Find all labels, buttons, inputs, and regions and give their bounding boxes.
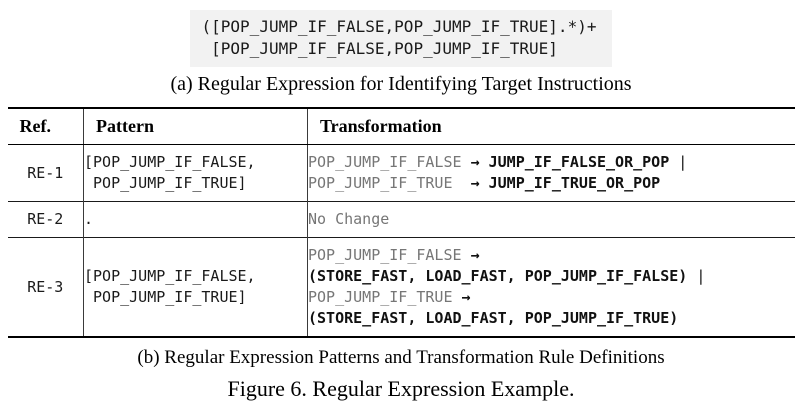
pattern-line: POP_JUMP_IF_TRUE] [84, 174, 247, 192]
text-segment: POP_JUMP_IF_TRUE [308, 174, 471, 192]
text-segment: (STORE_FAST, LOAD_FAST, POP_JUMP_IF_TRUE… [308, 309, 679, 327]
pattern-line: POP_JUMP_IF_TRUE] [84, 288, 247, 306]
table-row: RE-1[POP_JUMP_IF_FALSE, POP_JUMP_IF_TRUE… [7, 144, 795, 202]
table-header-row: Ref. Pattern Transformation [7, 108, 795, 145]
ref-cell: RE-2 [7, 201, 84, 238]
transformation-line: POP_JUMP_IF_FALSE → [308, 245, 795, 266]
text-segment: POP_JUMP_IF_TRUE [308, 288, 462, 306]
arrow-glyph: → [470, 246, 480, 264]
text-segment: | [687, 267, 706, 285]
pattern-line: [POP_JUMP_IF_FALSE, [84, 267, 256, 285]
transformation-cell: POP_JUMP_IF_FALSE →(STORE_FAST, LOAD_FAS… [307, 237, 795, 337]
text-segment: (STORE_FAST, LOAD_FAST, POP_JUMP_IF_FALS… [308, 267, 688, 285]
transformation-line: No Change [308, 209, 795, 230]
transformation-rules-table: Ref. Pattern Transformation RE-1[POP_JUM… [7, 107, 795, 338]
column-header-pattern: Pattern [83, 108, 308, 145]
text-segment: JUMP_IF_FALSE_OR_POP [479, 153, 670, 171]
pattern-cell: . [83, 201, 308, 238]
transformation-line: POP_JUMP_IF_TRUE → [308, 287, 795, 308]
table-row: RE-3[POP_JUMP_IF_FALSE, POP_JUMP_IF_TRUE… [7, 237, 795, 337]
subcaption-a: (a) Regular Expression for Identifying T… [170, 73, 632, 95]
subcaption-b: (b) Regular Expression Patterns and Tran… [137, 347, 665, 368]
regex-code-block: ([POP_JUMP_IF_FALSE,POP_JUMP_IF_TRUE].*)… [189, 10, 613, 67]
ref-cell: RE-1 [7, 144, 84, 202]
text-segment: POP_JUMP_IF_FALSE [308, 246, 471, 264]
arrow-glyph: → [470, 153, 480, 171]
transformation-line: (STORE_FAST, LOAD_FAST, POP_JUMP_IF_FALS… [308, 266, 795, 287]
pattern-cell: [POP_JUMP_IF_FALSE, POP_JUMP_IF_TRUE] [83, 144, 308, 202]
column-header-ref: Ref. [7, 108, 84, 145]
transformation-cell: POP_JUMP_IF_FALSE → JUMP_IF_FALSE_OR_POP… [308, 145, 795, 202]
transformation-line: (STORE_FAST, LOAD_FAST, POP_JUMP_IF_TRUE… [308, 308, 795, 329]
pattern-cell: [POP_JUMP_IF_FALSE, POP_JUMP_IF_TRUE] [83, 237, 308, 337]
transformation-line: POP_JUMP_IF_TRUE → JUMP_IF_TRUE_OR_POP [308, 173, 795, 194]
arrow-glyph: → [461, 288, 471, 306]
text-segment: | [669, 153, 688, 171]
arrow-glyph: → [470, 174, 480, 192]
figure-caption: Figure 6. Regular Expression Example. [227, 376, 575, 401]
pattern-line: . [84, 210, 94, 228]
table-row: RE-2. No Change [7, 201, 795, 238]
text-segment: POP_JUMP_IF_FALSE [308, 153, 471, 171]
transformation-cell: No Change [307, 201, 795, 238]
ref-cell: RE-3 [7, 237, 84, 337]
column-header-transformation: Transformation [307, 108, 795, 145]
text-segment: No Change [308, 210, 390, 228]
text-segment: JUMP_IF_TRUE_OR_POP [479, 174, 661, 192]
transformation-line: POP_JUMP_IF_FALSE → JUMP_IF_FALSE_OR_POP… [308, 152, 795, 173]
pattern-line: [POP_JUMP_IF_FALSE, [84, 153, 256, 171]
